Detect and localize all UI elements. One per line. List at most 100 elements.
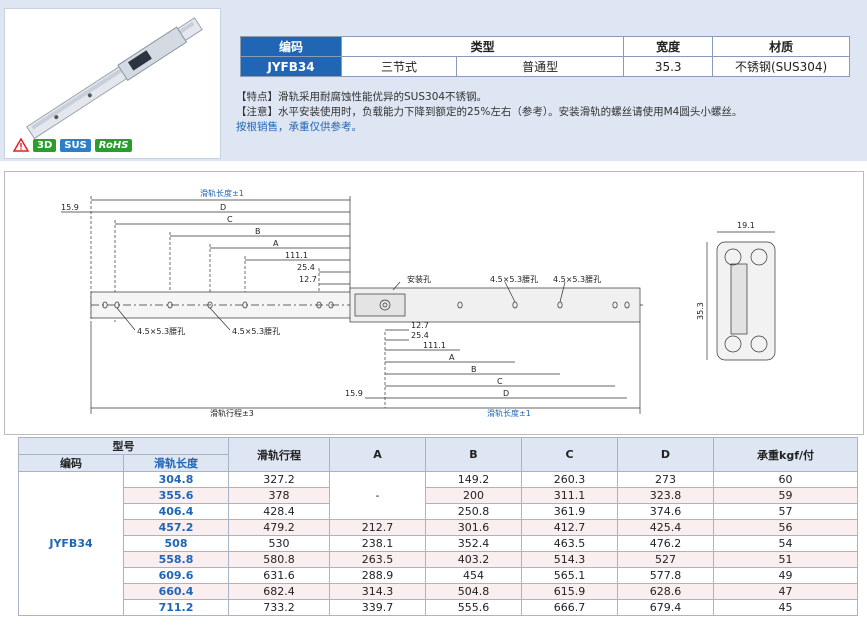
length-cell: 609.6: [123, 567, 229, 584]
label-12-7-low: 12.7: [411, 321, 429, 330]
sus-badge: SUS: [60, 138, 91, 152]
label-C: C: [227, 215, 233, 224]
travel-cell: 378: [228, 487, 330, 504]
length-cell: 355.6: [123, 487, 229, 504]
leader: [559, 281, 566, 303]
load-cell: 47: [713, 583, 858, 600]
label-A-low: A: [449, 353, 455, 362]
label-mount-hole: 安装孔: [407, 274, 431, 284]
b-cell: 250.8: [425, 503, 522, 520]
b-cell: 555.6: [425, 599, 522, 616]
load-cell: 49: [713, 567, 858, 584]
table-row: 558.8 580.8 263.5 403.2 514.3 527 51: [18, 551, 858, 568]
rail-drawing-svg: 滑轨长度±1 D C B A 111.1 25.4 12.7 15.9 安装孔 …: [61, 188, 776, 418]
product-photo: 3D SUS RoHS: [4, 8, 221, 159]
d-cell: 577.8: [617, 567, 714, 584]
a-cell: 263.5: [329, 551, 426, 568]
d-cell: 374.6: [617, 503, 714, 520]
travel-cell: 733.2: [228, 599, 330, 616]
a-cell: 339.7: [329, 599, 426, 616]
table-row: 457.2 479.2 212.7 301.6 412.7 425.4 56: [18, 519, 858, 536]
b-cell: 352.4: [425, 535, 522, 552]
label-rail-length-low: 滑轨长度±1: [487, 408, 531, 418]
table-row: 406.4 428.4 250.8 361.9 374.6 57: [19, 503, 858, 520]
code-cell: JYFB34: [18, 471, 124, 616]
c-cell: 463.5: [521, 535, 618, 552]
slot-hole: [328, 301, 334, 309]
label-slot-4: 4.5×5.3腰孔: [553, 275, 601, 284]
width-value: 35.3: [623, 56, 714, 77]
d-cell: 628.6: [617, 583, 714, 600]
slot-hole: [167, 301, 173, 309]
header-travel: 滑轨行程: [228, 437, 330, 472]
b-cell: 301.6: [425, 519, 522, 536]
label-15-9-low: 15.9: [345, 389, 363, 398]
slot-hole: [316, 301, 322, 309]
3d-badge: 3D: [33, 138, 57, 152]
load-cell: 57: [713, 503, 858, 520]
ball-bearing: [750, 248, 768, 266]
leader: [116, 307, 136, 331]
length-cell: 711.2: [123, 599, 229, 616]
caution-note: 【注意】水平安装使用时，负载能力下降到额定的25%左右（参考）。安装滑轨的螺丝请…: [236, 106, 743, 118]
table-row: 609.6 631.6 288.9 454 565.1 577.8 49: [19, 567, 858, 584]
header-load: 承重kgf/付: [713, 437, 858, 472]
label-slot-2: 4.5×5.3腰孔: [232, 327, 280, 336]
slot-hole: [102, 301, 108, 309]
label-15-9-top: 15.9: [61, 203, 79, 212]
material-value: 不锈钢(SUS304): [712, 56, 850, 77]
travel-cell: 530: [228, 535, 330, 552]
a-cell: 288.9: [329, 567, 426, 584]
load-cell: 54: [713, 535, 858, 552]
spec-table: 型号 滑轨行程 A B C D 承重kgf/付 编码 滑轨长度 JYFB34 3…: [18, 437, 858, 616]
length-cell: 558.8: [123, 551, 229, 568]
length-cell: 508: [123, 535, 229, 552]
label-height-35-3: 35.3: [696, 302, 705, 320]
c-cell: 260.3: [521, 471, 618, 488]
label-B: B: [255, 227, 261, 236]
leader: [504, 281, 516, 303]
travel-cell: 580.8: [228, 551, 330, 568]
warning-icon: [13, 138, 29, 152]
product-info-band: 3D SUS RoHS 编码 类型 宽度 材质 JYFB34 三节式 普通型 3…: [0, 0, 867, 161]
badge-row: 3D SUS RoHS: [13, 138, 133, 152]
cross-section-web: [730, 263, 748, 335]
a-cell: 238.1: [329, 535, 426, 552]
d-cell: 476.2: [617, 535, 714, 552]
label-D: D: [220, 203, 226, 212]
header-type: 类型: [340, 36, 625, 57]
notes: 【特点】滑轨采用耐腐蚀性能优异的SUS304不锈钢。 【注意】水平安装使用时，负…: [236, 90, 742, 135]
load-cell: 56: [713, 519, 858, 536]
technical-drawing: 滑轨长度±1 D C B A 111.1 25.4 12.7 15.9 安装孔 …: [4, 171, 864, 435]
travel-cell: 479.2: [228, 519, 330, 536]
feature-note: 【特点】滑轨采用耐腐蚀性能优异的SUS304不锈钢。: [236, 91, 488, 103]
length-cell: 660.4: [123, 583, 229, 600]
d-cell: 323.8: [617, 487, 714, 504]
b-cell: 504.8: [425, 583, 522, 600]
d-cell: 679.4: [617, 599, 714, 616]
slot-hole: [624, 301, 630, 309]
load-cell: 45: [713, 599, 858, 616]
header-D: D: [617, 437, 714, 472]
label-B-low: B: [471, 365, 477, 374]
table-row: 355.6 378 200 311.1 323.8 59: [18, 487, 858, 504]
table-row: JYFB34 304.8 327.2 - 149.2 260.3 273 60: [18, 471, 858, 616]
c-cell: 666.7: [521, 599, 618, 616]
load-cell: 51: [713, 551, 858, 568]
label-width-19-1: 19.1: [737, 221, 755, 230]
c-cell: 615.9: [521, 583, 618, 600]
travel-cell: 631.6: [228, 567, 330, 584]
travel-cell: 327.2: [228, 471, 330, 488]
slot-hole: [612, 301, 618, 309]
c-cell: 311.1: [521, 487, 618, 504]
ball-bearing: [750, 335, 768, 353]
slide-rail-image: [26, 17, 203, 140]
b-cell: 454: [425, 567, 522, 584]
label-111-1-low: 111.1: [423, 341, 446, 350]
label-A: A: [273, 239, 279, 248]
leader: [392, 281, 401, 291]
a-cell-merged: -: [329, 471, 426, 520]
travel-cell: 682.4: [228, 583, 330, 600]
label-rail-length: 滑轨长度±1: [200, 188, 244, 198]
header-rail-length: 滑轨长度: [123, 454, 229, 472]
